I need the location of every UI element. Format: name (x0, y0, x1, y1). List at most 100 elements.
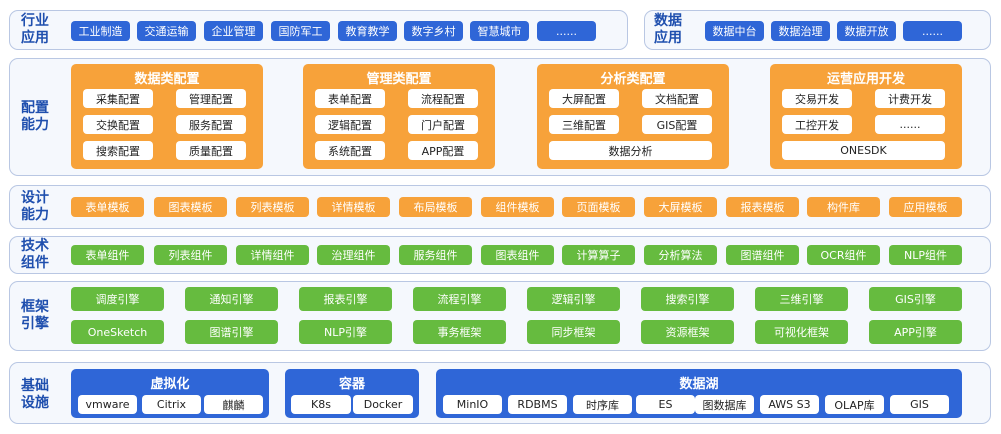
config-item: ...... (875, 115, 945, 134)
config-group: 管理类配置表单配置 流程配置逻辑配置 门户配置系统配置 APP配置 (303, 64, 495, 169)
tech-chip: NLP组件 (889, 245, 962, 265)
infra-item: RDBMS (508, 395, 567, 414)
industry-app-title: 行业应用 (21, 13, 49, 46)
config-group: 运营应用开发交易开发计费开发工控开发......ONESDK (770, 64, 962, 169)
config-item: 文档配置 (642, 89, 712, 108)
data-app-chip: 数据治理 (771, 21, 830, 41)
infra-item: 图数据库 (695, 395, 754, 414)
config-item: 采集配置 (83, 89, 153, 108)
design-chip: 构件库 (807, 197, 880, 217)
industry-chip: 工业制造 (71, 21, 130, 41)
data-app-chip: ...... (903, 21, 962, 41)
config-item: 门户配置 (408, 115, 478, 134)
infra-item: Citrix (142, 395, 201, 414)
infra-item: OLAP库 (825, 395, 884, 414)
data-app-chip: 数据开放 (837, 21, 896, 41)
infra-item: K8s (291, 395, 351, 414)
config-item: 流程配置 (408, 89, 478, 108)
config-item: APP配置 (408, 141, 478, 160)
industry-chip: 国防军工 (271, 21, 330, 41)
industry-chip: 数字乡村 (404, 21, 463, 41)
base-title: 基础设施 (21, 378, 49, 411)
infra-group-title: 数据湖 (679, 377, 719, 392)
industry-chip: 企业管理 (204, 21, 263, 41)
infra-item: AWS S3 (760, 395, 819, 414)
tech-chip: 详情组件 (236, 245, 309, 265)
tech-chip: OCR组件 (807, 245, 880, 265)
framework-chip: 逻辑引擎 (527, 287, 620, 311)
infra-item: Docker (353, 395, 413, 414)
framework-chip: APP引擎 (869, 320, 962, 344)
tech-title: 技术组件 (21, 238, 49, 271)
framework-chip: 事务框架 (413, 320, 506, 344)
industry-chip: ...... (537, 21, 596, 41)
config-item: 系统配置 (315, 141, 385, 160)
design-chip: 列表模板 (236, 197, 309, 217)
tech-chip: 治理组件 (317, 245, 390, 265)
framework-chip: 资源框架 (641, 320, 734, 344)
design-chip: 页面模板 (562, 197, 635, 217)
config-item: GIS配置 (642, 115, 712, 134)
config-item: 表单配置 (315, 89, 385, 108)
config-item: 计费开发 (875, 89, 945, 108)
industry-chip: 智慧城市 (470, 21, 529, 41)
infra-item: ES (636, 395, 695, 414)
infra-item: vmware (78, 395, 137, 414)
config-group-title: 管理类配置 (366, 72, 432, 87)
infra-item: GIS (890, 395, 949, 414)
tech-chip: 图表组件 (481, 245, 554, 265)
config-item: 搜索配置 (83, 141, 153, 160)
framework-chip: OneSketch (71, 320, 164, 344)
config-title: 配置能力 (21, 100, 49, 133)
infra-item: 麒麟 (204, 395, 263, 414)
data-app-chip: 数据中台 (705, 21, 764, 41)
infra-item: 时序库 (573, 395, 632, 414)
tech-chip: 图谱组件 (726, 245, 799, 265)
config-item: 交易开发 (782, 89, 852, 108)
framework-chip: GIS引擎 (869, 287, 962, 311)
config-item: 交换配置 (83, 115, 153, 134)
framework-chip: 调度引擎 (71, 287, 164, 311)
framework-chip: 图谱引擎 (185, 320, 278, 344)
framework-chip: 报表引擎 (299, 287, 392, 311)
framework-chip: 搜索引擎 (641, 287, 734, 311)
design-chip: 图表模板 (154, 197, 227, 217)
framework-chip: 流程引擎 (413, 287, 506, 311)
tech-chip: 列表组件 (154, 245, 227, 265)
tech-chip: 服务组件 (399, 245, 472, 265)
config-item: 三维配置 (549, 115, 619, 134)
infra-group-title: 容器 (338, 377, 365, 392)
data-app-title: 数据应用 (654, 13, 682, 46)
config-group: 数据类配置采集配置管理配置交换配置服务配置搜索配置质量配置 (71, 64, 263, 169)
design-chip: 报表模板 (726, 197, 799, 217)
tech-chip: 表单组件 (71, 245, 144, 265)
design-title: 设计能力 (21, 190, 49, 223)
design-chip: 详情模板 (317, 197, 390, 217)
framework-chip: NLP引擎 (299, 320, 392, 344)
config-item: 逻辑配置 (315, 115, 385, 134)
config-wide-item: ONESDK (782, 141, 945, 160)
config-item: 大屏配置 (549, 89, 619, 108)
framework-title: 框架引擎 (21, 299, 49, 332)
framework-chip: 三维引擎 (755, 287, 848, 311)
industry-chip: 交通运输 (137, 21, 196, 41)
design-chip: 布局模板 (399, 197, 472, 217)
config-item: 工控开发 (782, 115, 852, 134)
framework-chip: 同步框架 (527, 320, 620, 344)
infra-item: MinIO (443, 395, 502, 414)
config-item: 质量配置 (176, 141, 246, 160)
tech-chip: 计算算子 (562, 245, 635, 265)
config-group-title: 数据类配置 (134, 72, 200, 87)
design-chip: 表单模板 (71, 197, 144, 217)
industry-chip: 教育教学 (338, 21, 397, 41)
framework-chip: 可视化框架 (755, 320, 848, 344)
infra-group-title: 虚拟化 (150, 377, 190, 392)
config-group-title: 分析类配置 (600, 72, 666, 87)
config-item: 管理配置 (176, 89, 246, 108)
tech-chip: 分析算法 (644, 245, 717, 265)
design-chip: 应用模板 (889, 197, 962, 217)
